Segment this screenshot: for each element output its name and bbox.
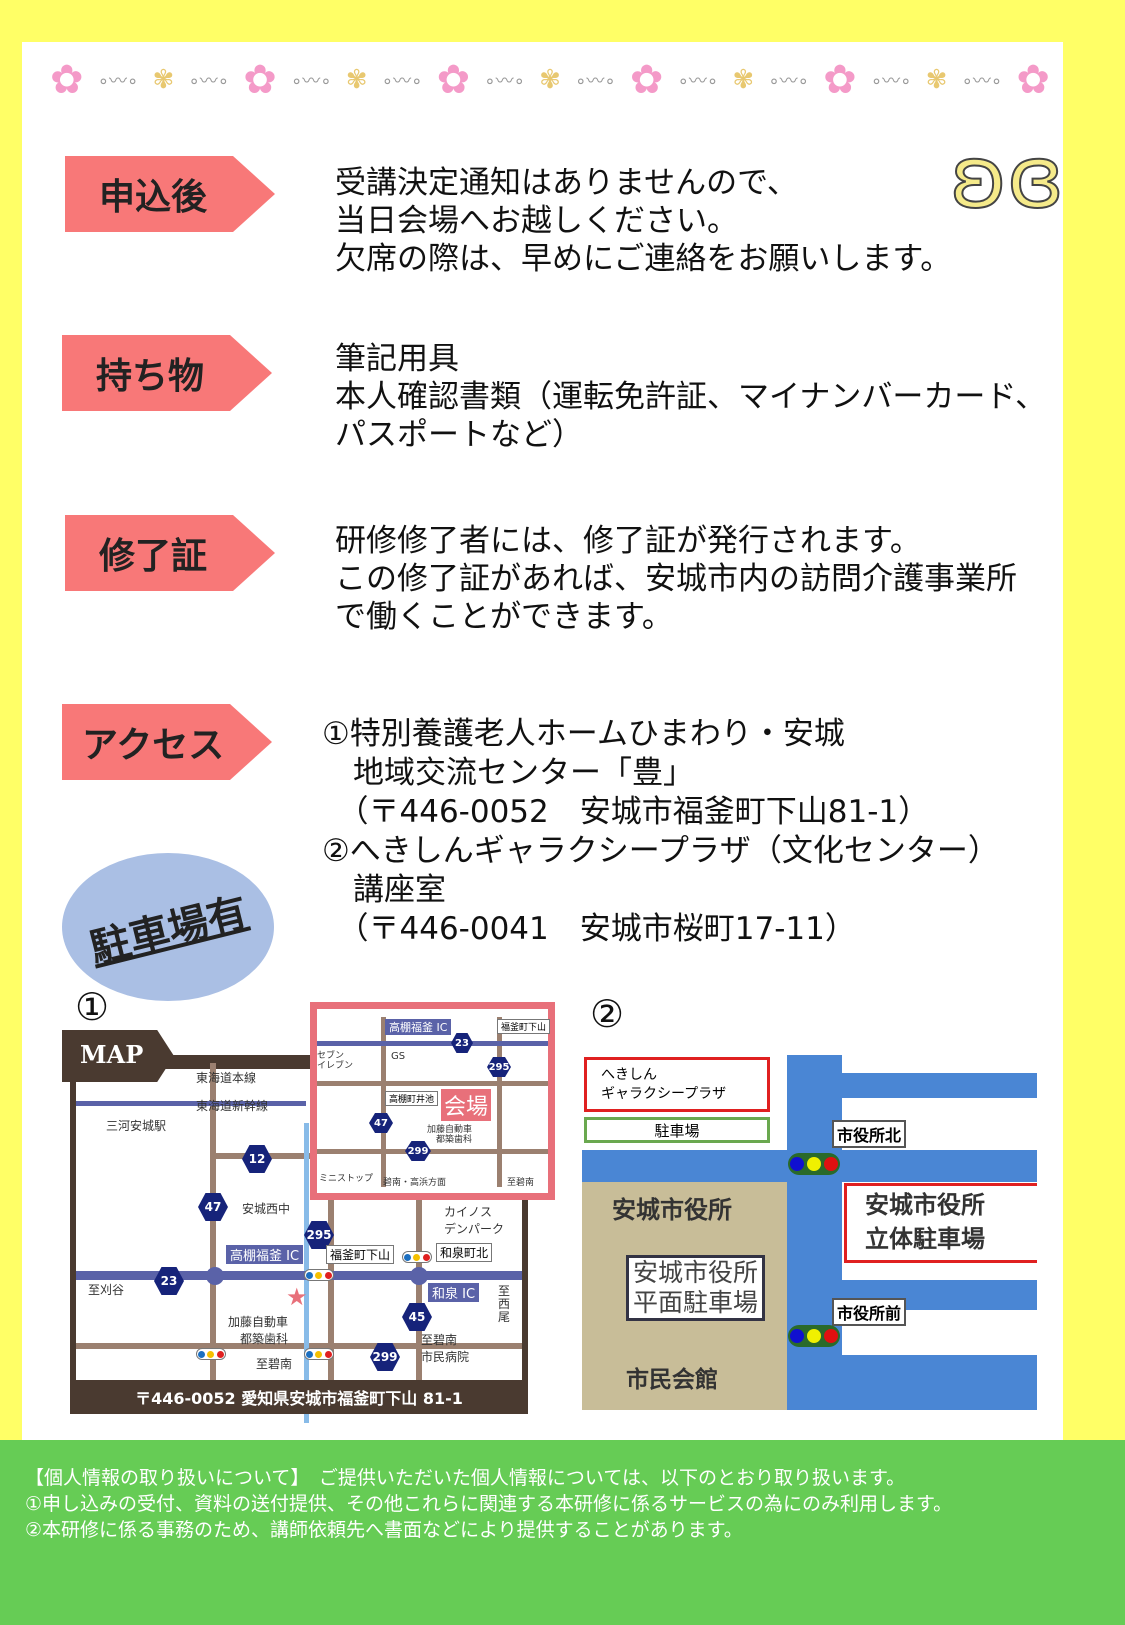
label-kariya: 至刈谷 <box>88 1283 125 1297</box>
inset-shimoyama-label: 福釜町下山 <box>497 1019 551 1034</box>
inset-kato-label: 加藤自動車 都築歯科 <box>427 1125 473 1145</box>
section-text-belongings: 筆記用具 本人確認書類（運転免許証、マイナンバーカード、 パスポートなど） <box>335 341 1047 453</box>
parking-badge-text: 駐車場有 <box>85 889 253 973</box>
label-shimoyama: 福釜町下山 <box>326 1245 395 1264</box>
section-tag-access: アクセス <box>62 704 272 780</box>
section-text-certificate: 研修修了者には、修了証が発行されます。 この修了証があれば、安城市内の訪問介護事… <box>335 523 1017 635</box>
route-12-shield: 12 <box>242 1145 272 1173</box>
inset-hekinan-label: 至碧南 <box>507 1178 535 1188</box>
label-hekinan-hospital: 至碧南 市民病院 <box>421 1333 470 1364</box>
label-hekinan: 至碧南 <box>256 1357 293 1371</box>
inset-ministop-label: ミニストップ <box>319 1174 374 1184</box>
map2-city-hall: 安城市役所 <box>612 1196 732 1224</box>
inset-route-47: 47 <box>369 1113 393 1133</box>
route-45-shield: 45 <box>402 1303 432 1331</box>
traffic-light-icon <box>788 1325 840 1347</box>
section-tag-after-apply: 申込後 <box>65 156 275 232</box>
map2-civic-hall: 市民会館 <box>626 1367 718 1393</box>
map2-multi-parking: 安城市役所 立体駐車場 <box>844 1183 1037 1263</box>
inset-direction-label: 碧南・高浜方面 <box>383 1178 447 1188</box>
venue-star-icon: ★ <box>286 1283 308 1311</box>
section-text-after-apply: 受講決定通知はありませんので、 当日会場へお越しください。 欠席の際は、早めにご… <box>335 165 952 277</box>
section-tag-belongings: 持ち物 <box>62 335 272 411</box>
route-47-shield: 47 <box>198 1193 228 1221</box>
map2: へきしん ギャラクシープラザ 駐車場 安城市役所 安城市役所 平面駐車場 安城市… <box>582 1055 1037 1410</box>
label-izumikita: 和泉町北 <box>436 1243 493 1262</box>
label-shinkansen: 東海道新幹線 <box>196 1099 269 1113</box>
inset-route-295: 295 <box>487 1057 511 1077</box>
inset-seven-label: セブン イレブン <box>317 1051 354 1071</box>
privacy-notice: 【個人情報の取り扱いについて】 ご提供いただいた個人情報については、以下のとおり… <box>0 1440 1125 1625</box>
label-takatana-ic: 高棚福釜 IC <box>226 1245 304 1264</box>
map2-flat-parking: 安城市役所 平面駐車場 <box>626 1255 766 1321</box>
parking-available-badge: 駐車場有 <box>62 853 274 1001</box>
map2-front-label: 市役所前 <box>832 1298 907 1326</box>
map2-parking-legend: 駐車場 <box>584 1117 770 1143</box>
traffic-light-icon <box>788 1153 840 1175</box>
inset-route-299: 299 <box>405 1141 431 1161</box>
section-tag-certificate: 修了証 <box>65 515 275 591</box>
inset-route-23: 23 <box>451 1033 473 1053</box>
inset-iike-label: 高棚町井池 <box>385 1091 439 1106</box>
section-text-access: ①特別養護老人ホームひまわり・安城 地域交流センター「豊」 （〒446-0052… <box>322 716 999 947</box>
flower-border-decoration: ✿∘〰∘✾∘〰∘✿∘〰∘✾∘〰∘✿∘〰∘✾∘〰∘✿∘〰∘✾∘〰∘✿∘〰∘✾∘〰∘… <box>50 57 1050 103</box>
map2-north-label: 市役所北 <box>832 1120 907 1148</box>
label-kato: 加藤自動車 都築歯科 <box>228 1315 289 1346</box>
label-station: 三河安城駅 <box>106 1119 167 1133</box>
map1-address: 〒446-0052 愛知県安城市福釜町下山 81-1 <box>70 1380 528 1414</box>
map1-inset: 高棚福釜 IC 福釜町下山 23 295 47 299 セブン イレブン GS … <box>310 1002 555 1200</box>
label-izumi-ic: 和泉 IC <box>428 1283 480 1302</box>
map-tag: MAP <box>62 1030 174 1082</box>
map2-venue-box: へきしん ギャラクシープラザ <box>584 1057 770 1112</box>
butterfly-icon: ʚɞ <box>949 127 1065 229</box>
map2-number: ② <box>590 992 625 1036</box>
inset-gs-label: GS <box>391 1051 406 1062</box>
label-nishio: 至 西 尾 <box>498 1284 511 1324</box>
inset-ic-label: 高棚福釜 IC <box>385 1019 452 1035</box>
map1-number: ① <box>75 985 110 1029</box>
label-tokaido-line: 東海道本線 <box>196 1071 257 1085</box>
inset-venue-label: 会場 <box>441 1089 492 1121</box>
label-denpark: カイノス デンパーク <box>444 1205 505 1236</box>
label-nishichu: 安城西中 <box>242 1202 291 1216</box>
